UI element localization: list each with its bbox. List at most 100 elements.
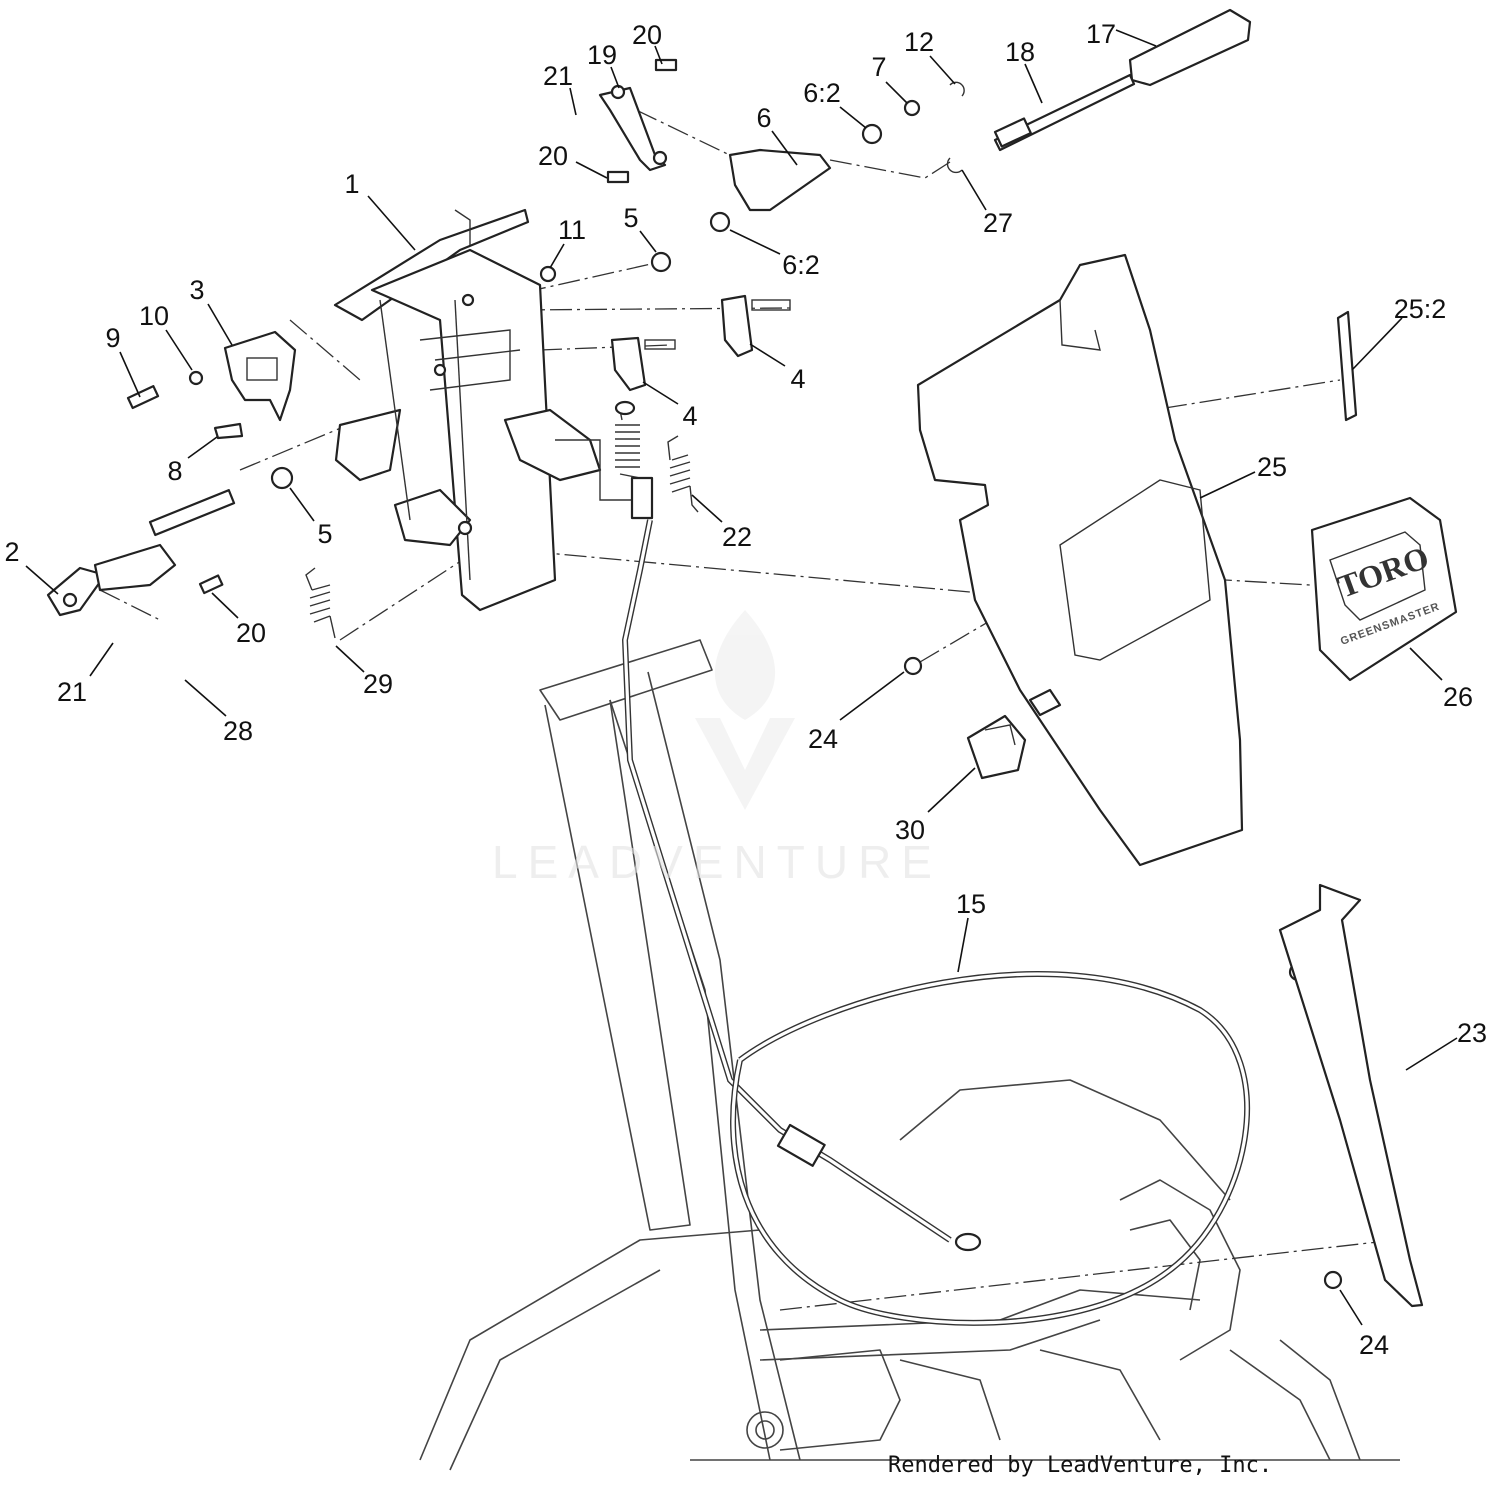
callout-18: 18 xyxy=(1005,37,1035,67)
leader-10 xyxy=(165,329,193,371)
callout-24: 24 xyxy=(1359,1330,1389,1360)
springs xyxy=(305,400,699,639)
callout-1: 1 xyxy=(344,169,359,199)
callout-4: 4 xyxy=(790,364,805,394)
callout-7: 7 xyxy=(871,52,886,82)
leader-4 xyxy=(642,381,679,405)
leader-2 xyxy=(25,565,59,595)
leader-28 xyxy=(184,679,227,717)
leader-21 xyxy=(89,642,114,677)
callout-21: 21 xyxy=(57,677,87,707)
callout-2: 2 xyxy=(4,537,19,567)
handle-17 xyxy=(1128,8,1252,87)
callout-22: 22 xyxy=(722,522,752,552)
bolt-4-lower xyxy=(644,339,676,350)
callout-20: 20 xyxy=(632,20,662,50)
callout-26: 26 xyxy=(1443,682,1473,712)
leader-4 xyxy=(749,343,786,367)
callout-17: 17 xyxy=(1086,19,1116,49)
pivot-arm-6 xyxy=(728,148,832,212)
machine-frame xyxy=(419,639,1400,1471)
leader-24 xyxy=(839,671,905,721)
strip-25-2 xyxy=(1336,310,1358,422)
leader-19 xyxy=(610,66,620,89)
leader-11 xyxy=(549,243,565,269)
bracket-4-lower xyxy=(610,336,647,392)
control-bracket xyxy=(333,208,651,612)
leader-20 xyxy=(211,592,239,619)
bolt-4-upper xyxy=(751,299,791,311)
leader-lines xyxy=(25,29,1458,1326)
bracket-3 xyxy=(223,330,297,422)
control-cable xyxy=(621,519,1251,1326)
leader-23 xyxy=(1405,1037,1458,1071)
leader-15 xyxy=(957,917,969,973)
callout-24: 24 xyxy=(808,724,838,754)
leader-25-2 xyxy=(1351,317,1403,371)
leader-7 xyxy=(885,81,908,104)
leader-17 xyxy=(1115,29,1157,47)
callout-29: 29 xyxy=(363,669,393,699)
leader-9 xyxy=(119,351,141,398)
callout-20: 20 xyxy=(236,618,266,648)
callout-15: 15 xyxy=(956,889,986,919)
cover-panel-25 xyxy=(916,253,1244,867)
leader-22 xyxy=(691,494,723,523)
cable-clevis xyxy=(630,476,654,520)
leader-6 xyxy=(771,130,798,166)
callout-10: 10 xyxy=(139,301,169,331)
callout-11: 11 xyxy=(558,215,586,245)
leader-26 xyxy=(1409,647,1443,681)
leader-6-2 xyxy=(839,106,867,129)
callout-27: 27 xyxy=(983,208,1013,238)
leader-1 xyxy=(367,195,416,251)
callout-4: 4 xyxy=(682,401,697,431)
callout-5: 5 xyxy=(623,203,638,233)
callout-28: 28 xyxy=(223,716,253,746)
leader-27 xyxy=(961,169,987,211)
bracket-4-upper xyxy=(720,294,754,358)
lever-shaft xyxy=(46,489,236,617)
leader-20 xyxy=(654,45,663,65)
leader-24 xyxy=(1339,1289,1363,1326)
callout-21: 21 xyxy=(543,61,573,91)
callout-6-2: 6:2 xyxy=(803,78,841,108)
leader-12 xyxy=(929,55,956,85)
leader-5 xyxy=(289,487,315,522)
callout-9: 9 xyxy=(105,323,120,353)
leader-3 xyxy=(207,303,233,346)
bracket-3-slot xyxy=(246,357,278,381)
callout-25-2: 25:2 xyxy=(1394,294,1447,324)
leader-8 xyxy=(187,436,218,459)
v-mark-icon xyxy=(695,718,795,810)
callout-6: 6 xyxy=(756,103,771,133)
decal-recess xyxy=(1059,479,1211,661)
callout-23: 23 xyxy=(1457,1018,1487,1048)
callout-5: 5 xyxy=(317,519,332,549)
leader-25 xyxy=(1199,471,1256,499)
leader-30 xyxy=(927,767,976,813)
callout-25: 25 xyxy=(1257,452,1287,482)
link-19 xyxy=(598,86,667,172)
callout-8: 8 xyxy=(167,456,182,486)
leader-5 xyxy=(639,230,657,253)
footer-credit: Rendered by LeadVenture, Inc. xyxy=(888,1453,1272,1478)
leader-20 xyxy=(575,161,608,179)
side-panel-23 xyxy=(1278,883,1424,1308)
switch-30 xyxy=(966,688,1062,780)
watermark-text: LEADVENTURE xyxy=(492,836,942,888)
leader-21 xyxy=(569,87,577,116)
callout-19: 19 xyxy=(587,40,617,70)
cover-notch xyxy=(1059,299,1101,351)
callout-3: 3 xyxy=(189,275,204,305)
callout-20: 20 xyxy=(538,141,568,171)
flame-icon xyxy=(714,610,776,720)
callout-30: 30 xyxy=(895,815,925,845)
leader-18 xyxy=(1024,63,1043,104)
leader-29 xyxy=(335,645,365,673)
toro-decal: TORO GREENSMASTER xyxy=(1310,496,1458,682)
watermark: LEADVENTURE xyxy=(492,610,942,888)
callout-6-2: 6:2 xyxy=(782,250,820,280)
callout-labels: 123445566:26:278910111215171819202020212… xyxy=(4,19,1487,1360)
